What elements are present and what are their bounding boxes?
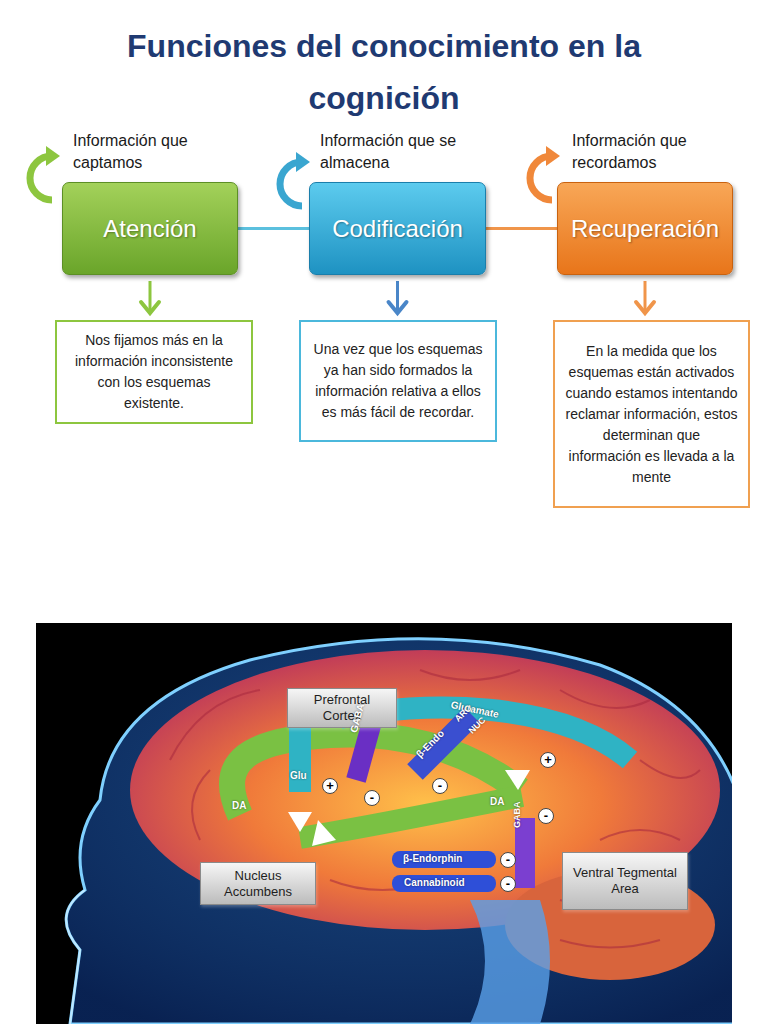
process-box: Información que captamosAtención (62, 182, 238, 275)
region-label-box: Nucleus Accumbens (200, 862, 316, 905)
box-caption: Información que se almacena (320, 130, 460, 174)
process-box: Información que se almacenaCodificación (309, 182, 486, 275)
pathway-name: β-Endorphin (403, 853, 462, 865)
connector (486, 228, 557, 229)
pathway-name: β-Endo (414, 728, 447, 761)
pathway-name: DA (490, 796, 504, 808)
connector (389, 281, 407, 313)
pathway-name: DA (232, 800, 246, 812)
connector-line (486, 227, 557, 230)
effect-sign: - (500, 852, 516, 868)
note-text: En la medida que los esquemas están acti… (565, 341, 738, 488)
connector (636, 281, 654, 313)
curl-arrow (30, 146, 60, 200)
curl-arrow (280, 152, 310, 206)
connector (141, 281, 159, 313)
box-title: Recuperación (571, 215, 719, 243)
brain-picture (36, 623, 732, 1024)
region-label-box: Ventral Tegmental Area (562, 852, 688, 910)
arrow-head (389, 302, 407, 313)
pathway-name: GABA (511, 802, 523, 829)
connector-line (238, 227, 309, 230)
note-box: Nos fijamos más en la información incons… (55, 320, 253, 424)
note-box: Una vez que los esquemas ya han sido for… (299, 320, 497, 442)
pathway-name: Cannabinoid (404, 877, 465, 889)
note-text: Nos fijamos más en la información incons… (67, 330, 241, 414)
region-label-box: Prefrontal Cortex (287, 688, 397, 728)
effect-sign: + (322, 778, 338, 794)
region-name: Ventral Tegmental Area (568, 865, 682, 897)
connector-line (396, 281, 399, 313)
arrow-head (636, 302, 654, 313)
region-name: Nucleus Accumbens (206, 868, 310, 900)
region-name: Prefrontal Cortex (293, 692, 391, 724)
connector (238, 228, 309, 229)
effect-sign: - (364, 790, 380, 806)
connector-line (149, 281, 152, 313)
effect-sign: - (500, 876, 516, 892)
box-caption: Información que recordamos (572, 130, 712, 174)
page-title: Funciones del conocimiento en la cognici… (74, 20, 694, 124)
pathway-name: Glu (290, 770, 307, 782)
effect-sign: + (540, 752, 556, 768)
effect-sign: - (432, 778, 448, 794)
box-title: Codificación (332, 215, 463, 243)
process-box: Información que recordamosRecuperación (557, 182, 733, 275)
arrow-head (141, 302, 159, 313)
note-text: Una vez que los esquemas ya han sido for… (311, 339, 485, 423)
box-title: Atención (103, 215, 196, 243)
effect-sign: - (538, 808, 554, 824)
connector-line (644, 281, 647, 313)
box-caption: Información que captamos (73, 130, 213, 174)
note-box: En la medida que los esquemas están acti… (553, 320, 750, 508)
curl-arrow (530, 146, 560, 200)
